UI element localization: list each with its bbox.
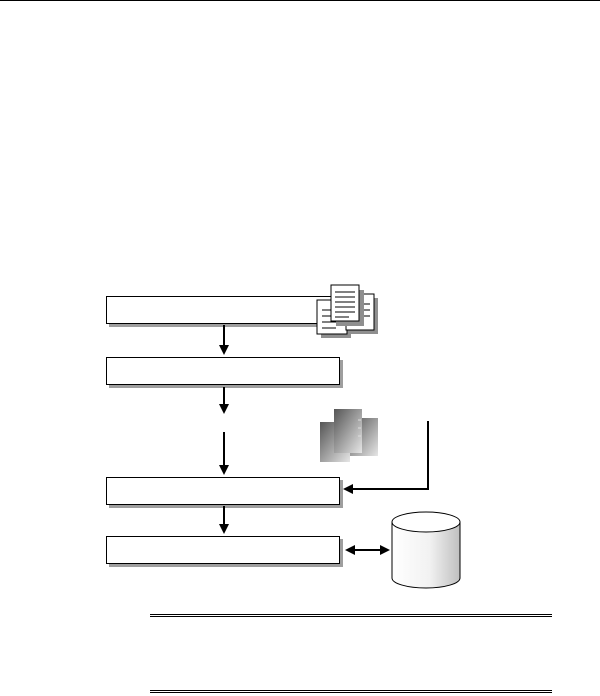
- document-stack-icon: [316, 284, 378, 338]
- arrow-elbow-into-3: [343, 421, 429, 494]
- gray-files-icon: [320, 409, 378, 462]
- flow-box-4: [106, 536, 340, 564]
- header-rule: [0, 0, 600, 1]
- flow-box-3: [106, 477, 340, 505]
- flow-box-2: [106, 357, 340, 385]
- flow-box-1: [106, 296, 334, 324]
- note-rule-top: [150, 614, 552, 617]
- database-cylinder-icon: [391, 511, 461, 589]
- note-rule-bottom: [150, 690, 552, 693]
